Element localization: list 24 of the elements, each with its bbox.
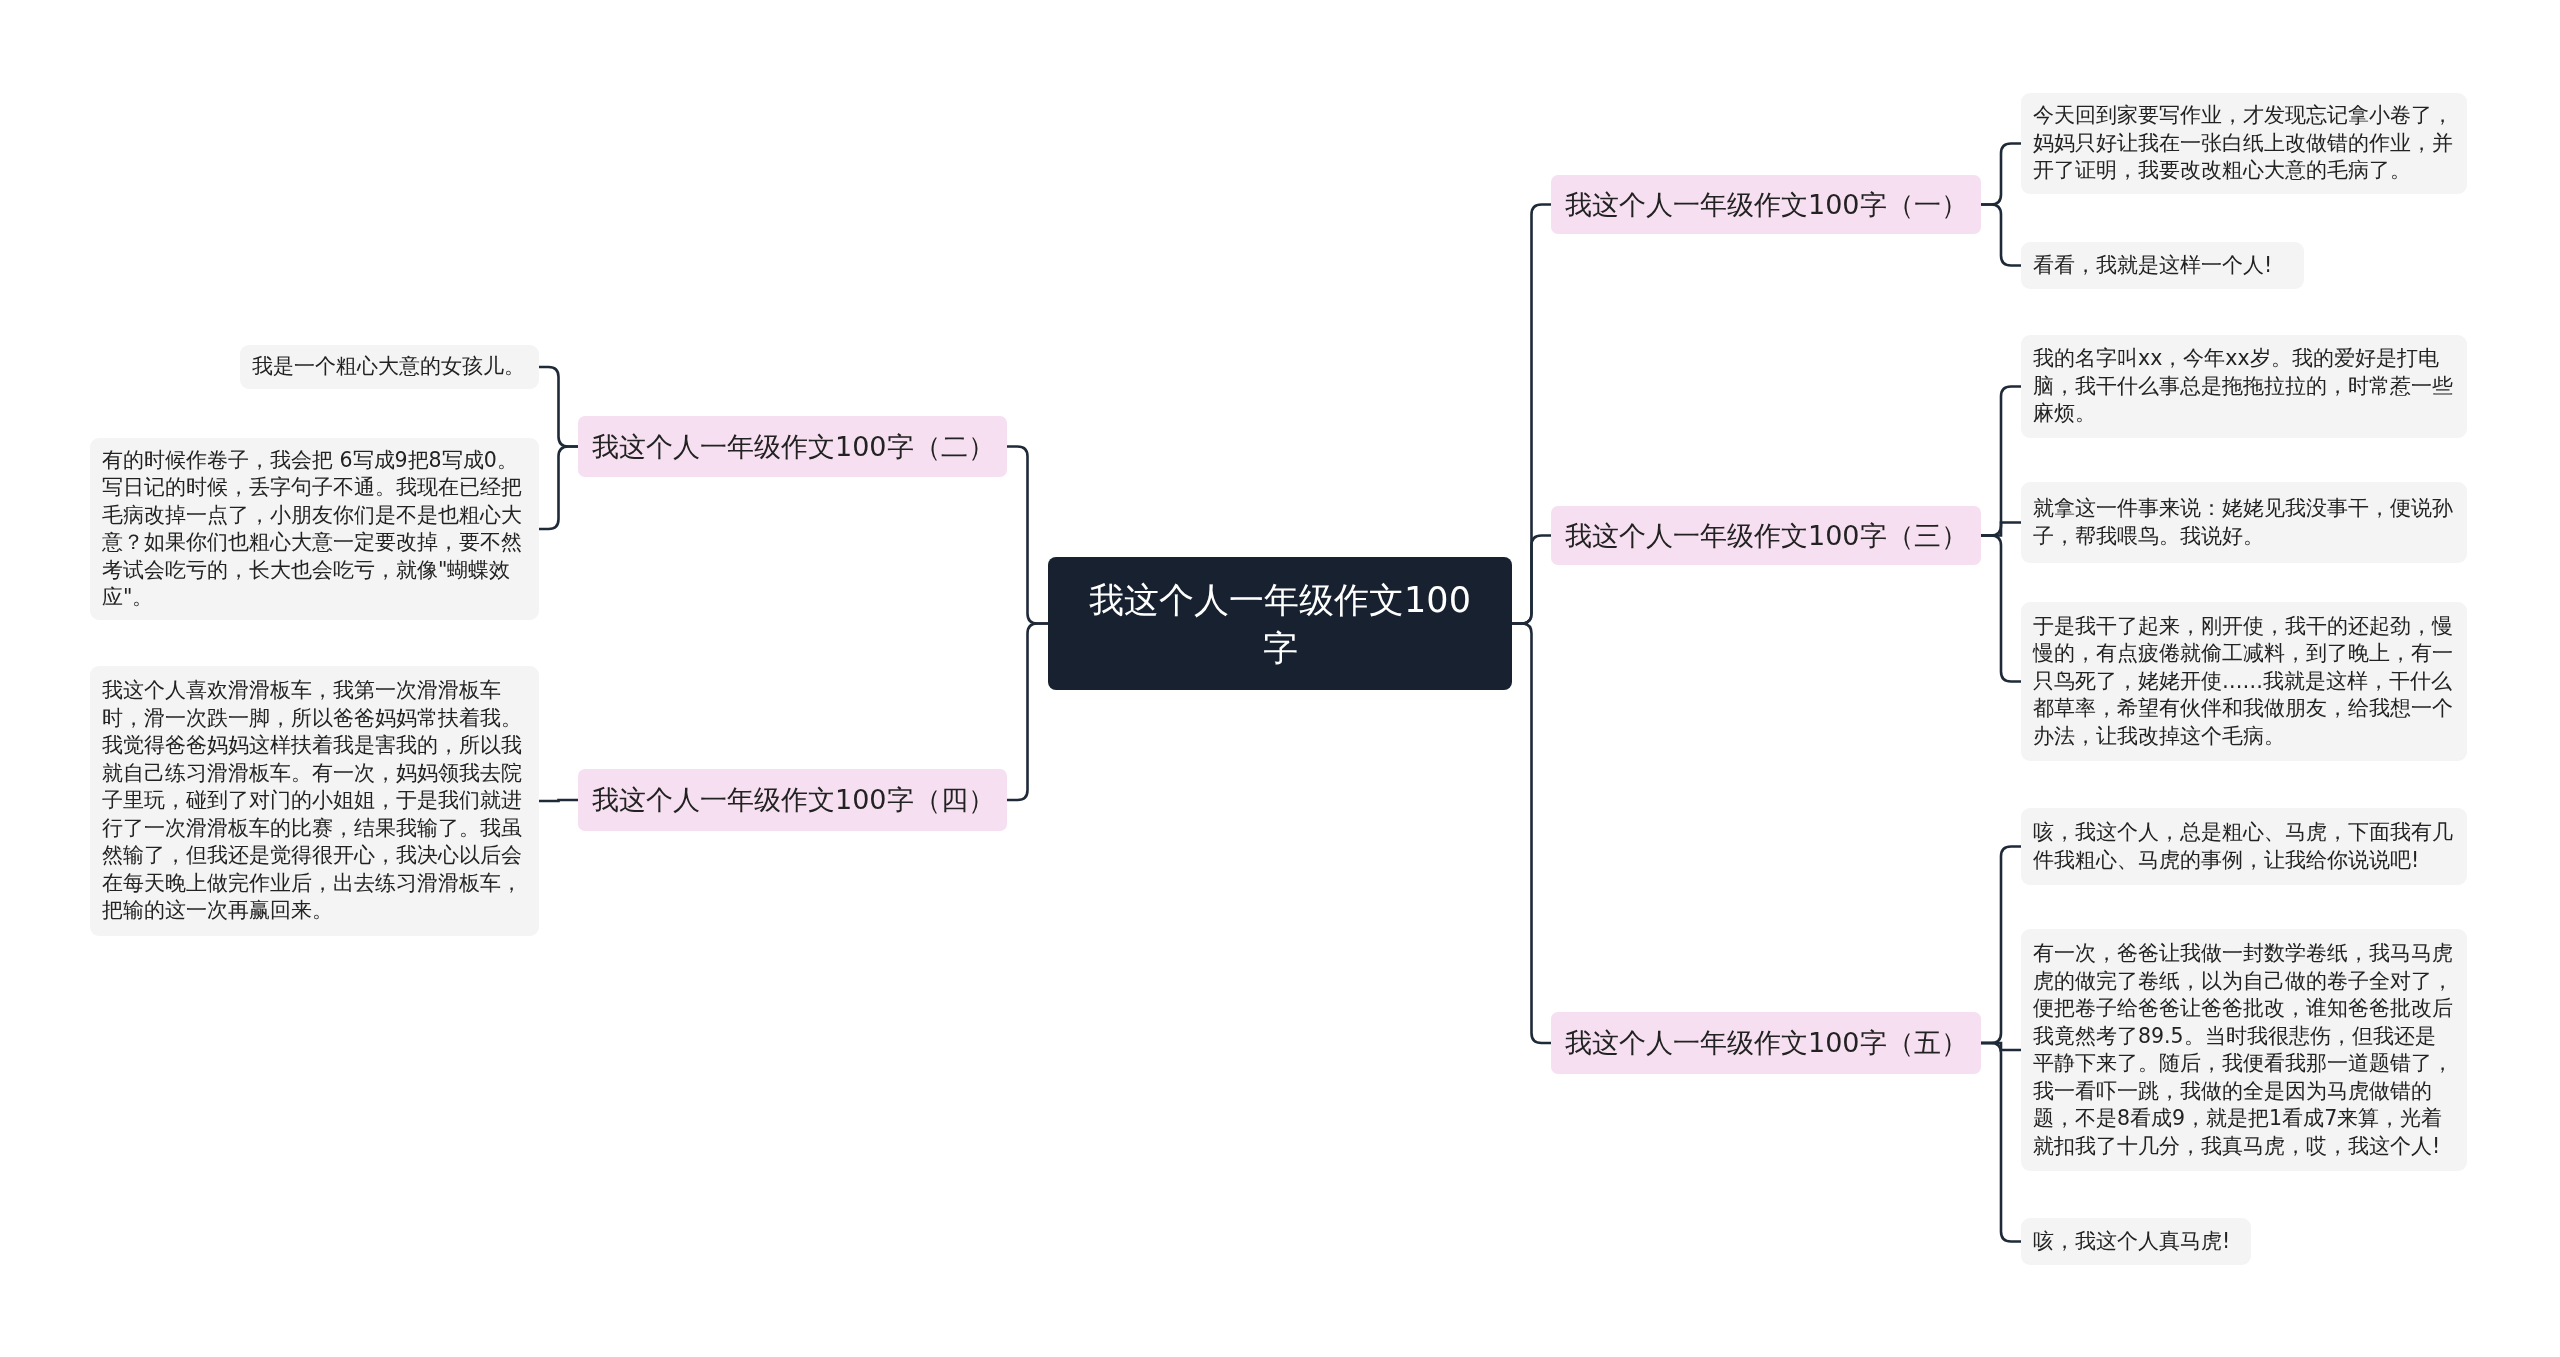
text-card: 有一次，爸爸让我做一封数学卷纸，我马马虎虎的做完了卷纸，以为自己做的卷子全对了，便把卷子给爸爸让爸爸批改，谁知爸爸批改后我竟然考了89.5。当时我很悲伤，但我还是平静下来了。随后，我便看我那一道题错了，我一看吓一跳，我做的全是因为马虎做错的题，不是8看成9，就是把1看成7来算，光着就扣我了十几分，我真马虎，哎，我这个人! xyxy=(2021,929,2467,1171)
topic-box: 我这个人一年级作文100字（五） xyxy=(1551,1012,1981,1074)
text-card: 咳，我这个人真马虎! xyxy=(2021,1218,2251,1265)
central-topic-box: 我这个人一年级作文100字 xyxy=(1048,557,1512,690)
connector-line xyxy=(1981,1041,2021,1243)
text-card: 有的时候作卷子，我会把 6写成9把8写成0。写日记的时候，丢字句子不通。我现在已经把毛病改掉一点了，小朋友你们是不是也粗心大意？如果你们也粗心大意一定要改掉，要不然考试会吃亏的，长大也会吃亏，就像"蝴蝶效应"。 xyxy=(90,438,539,620)
text-card: 今天回到家要写作业，才发现忘记拿小卷了，妈妈只好让我在一张白纸上改做错的作业，并开了证明，我要改改粗心大意的毛病了。 xyxy=(2021,93,2467,194)
connector-line xyxy=(1007,622,1048,802)
topic-box: 我这个人一年级作文100字（三） xyxy=(1551,506,1981,565)
text-card: 我这个人喜欢滑滑板车，我第一次滑滑板车时，滑一次跌一脚，所以爸爸妈妈常扶着我。我觉得爸爸妈妈这样扶着我是害我的，所以我就自己练习滑滑板车。有一次，妈妈领我去院子里玩，碰到了对门的小姐姐，于是我们就进行了一次滑滑板车的比赛，结果我输了。我虽然输了，但我还是觉得很开心，我决心以后会在每天晚上做完作业后，出去练习滑滑板车，把输的这一次再赢回来。 xyxy=(90,666,539,936)
connector-line xyxy=(1981,534,2021,683)
connector-line xyxy=(539,798,578,803)
text-card: 我是一个粗心大意的女孩儿。 xyxy=(240,345,539,389)
text-card: 就拿这一件事来说：姥姥见我没事干，便说孙子，帮我喂鸟。我说好。 xyxy=(2021,482,2467,563)
topic-box: 我这个人一年级作文100字（二） xyxy=(578,416,1007,477)
text-card: 咳，我这个人，总是粗心、马虎，下面我有几件我粗心、马虎的事例，让我给你说说吧! xyxy=(2021,808,2467,885)
connector-line xyxy=(539,445,578,531)
connector-line xyxy=(1981,203,2021,267)
text-card: 看看，我就是这样一个人! xyxy=(2021,242,2304,289)
text-card: 于是我干了起来，刚开使，我干的还起劲，慢慢的，有点疲倦就偷工减料，到了晚上，有一只鸟死了，姥姥开使……我就是这样，干什么都草率，希望有伙伴和我做朋友，给我想一个办法，让我改掉这个毛病。 xyxy=(2021,602,2467,761)
topic-box: 我这个人一年级作文100字（四） xyxy=(578,769,1007,831)
connector-line xyxy=(1512,622,1551,1045)
text-card: 我的名字叫xx，今年xx岁。我的爱好是打电脑，我干什么事总是拖拖拉拉的，时常惹一些麻烦。 xyxy=(2021,335,2467,438)
topic-box: 我这个人一年级作文100字（一） xyxy=(1551,175,1981,234)
